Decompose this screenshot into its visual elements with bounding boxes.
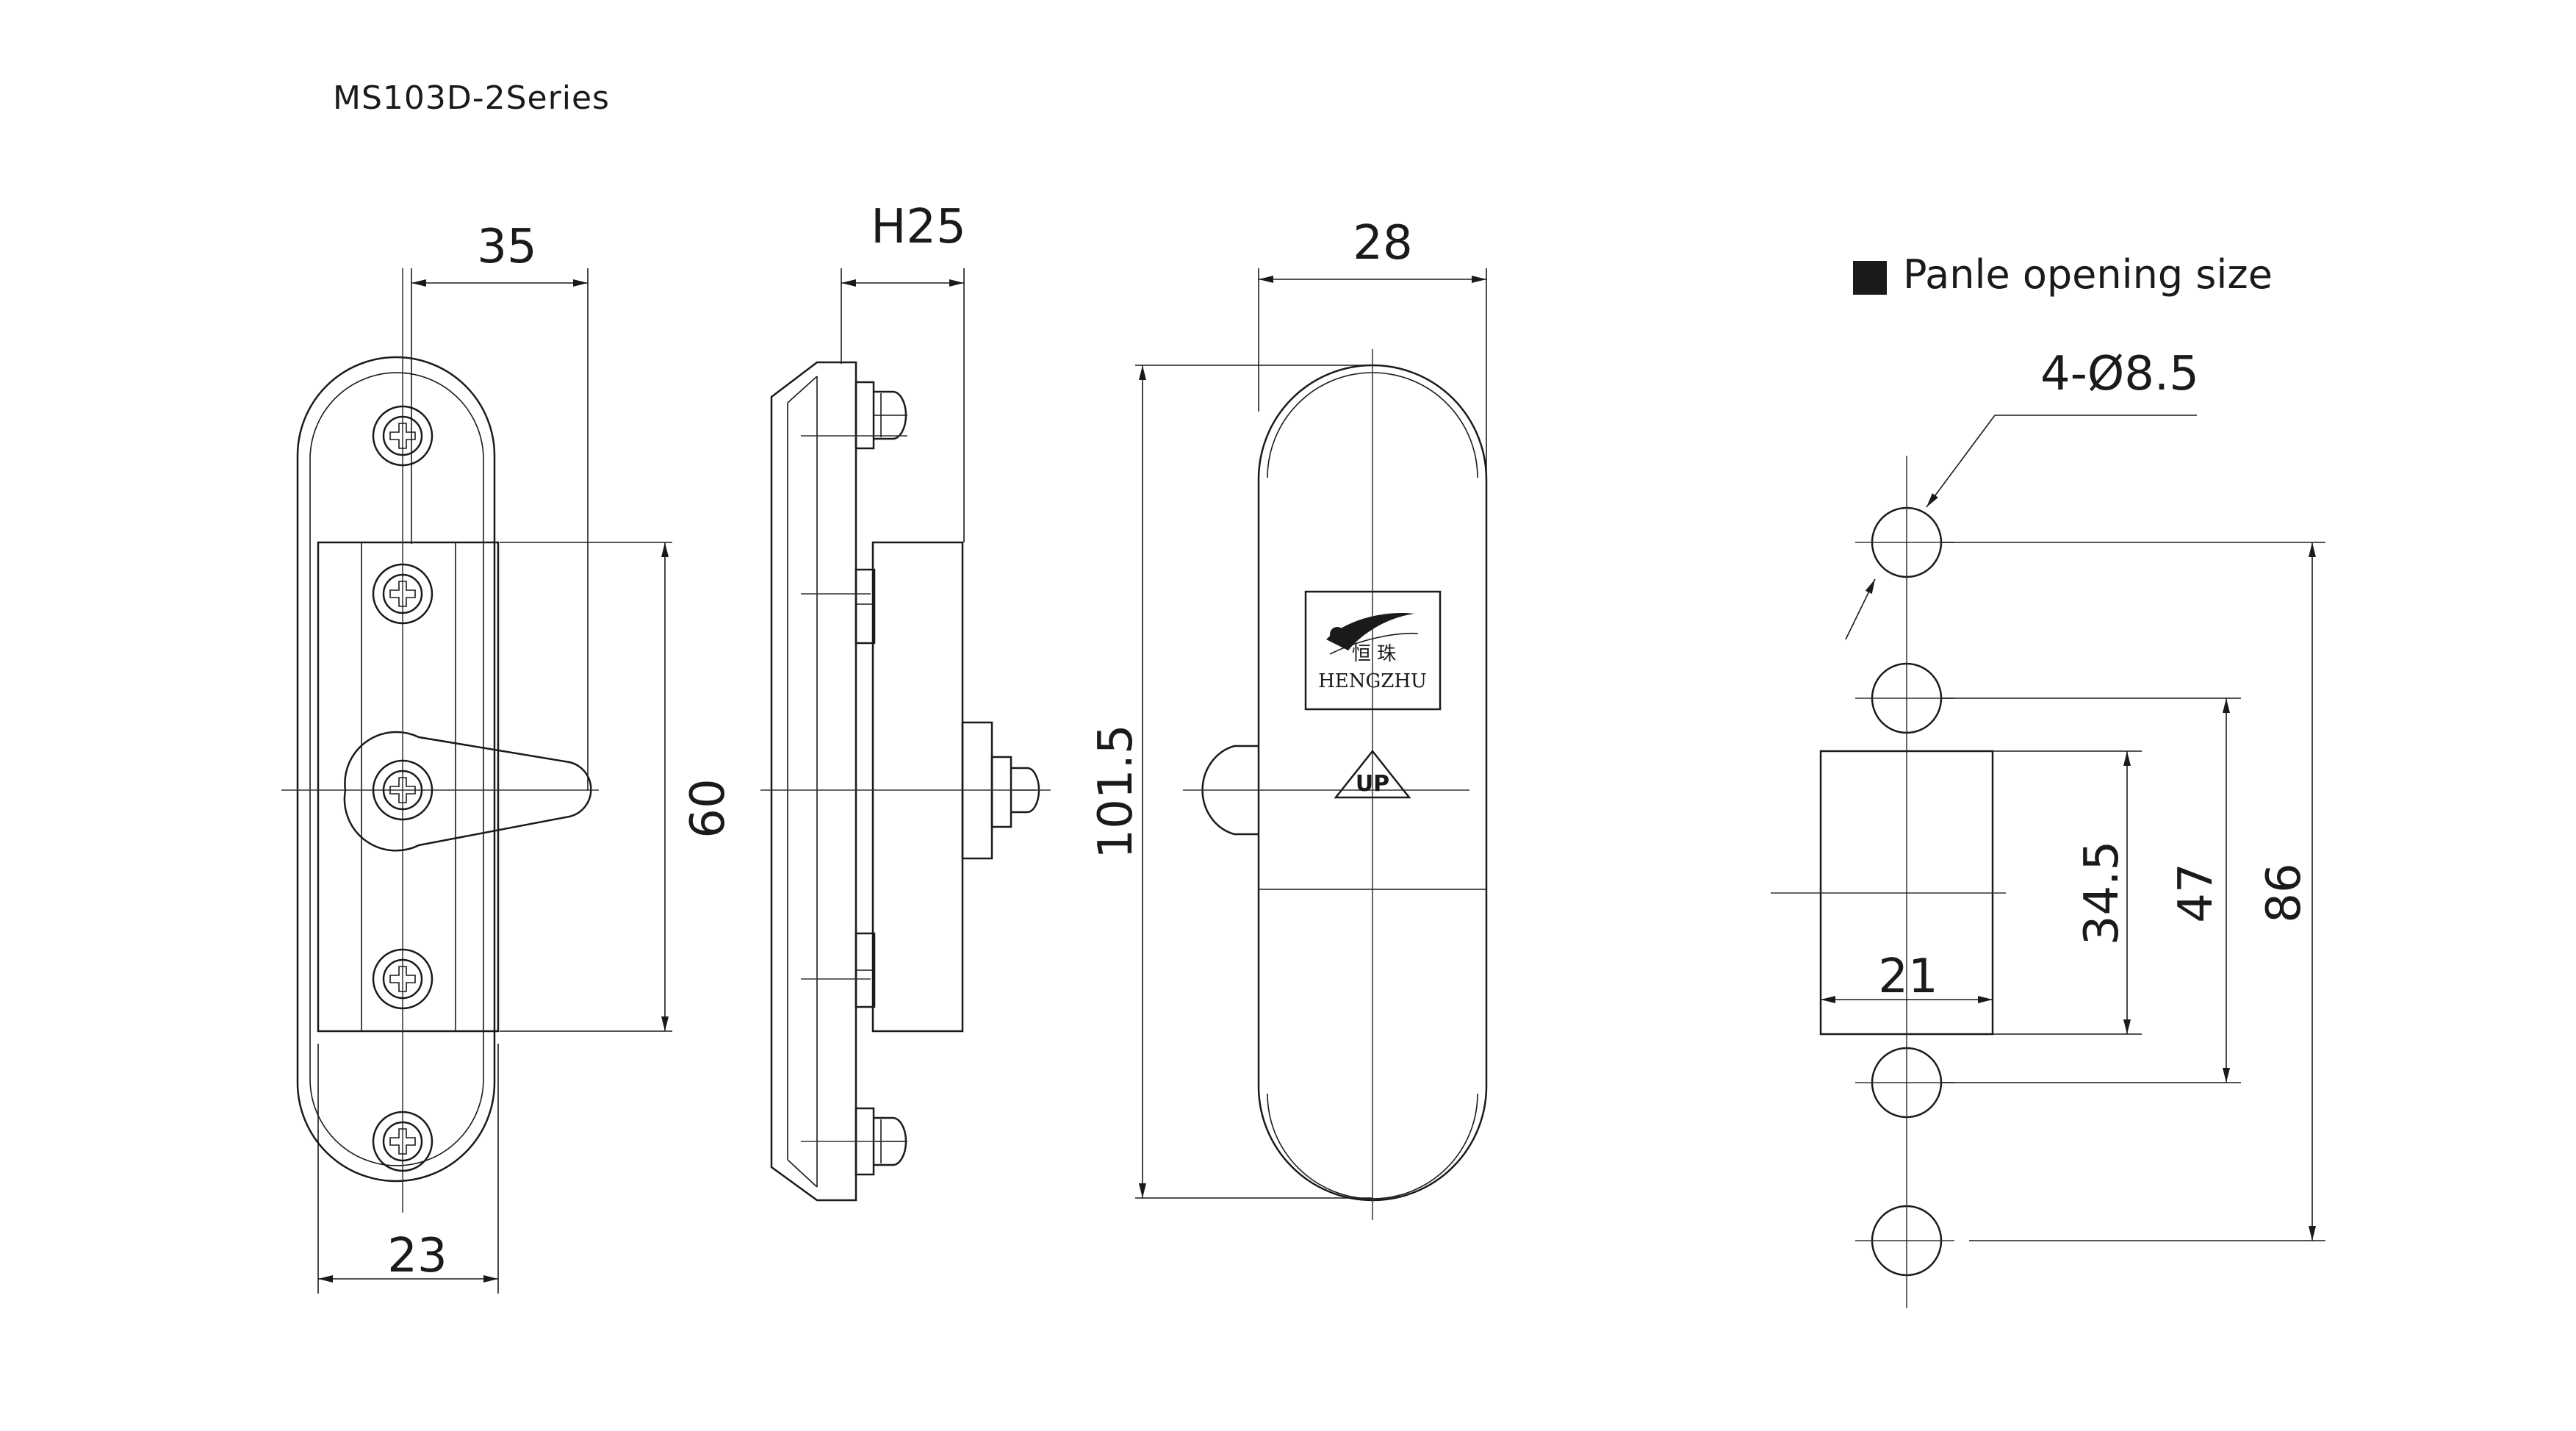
screw-icon	[855, 381, 909, 450]
hole-callout-leader	[1926, 415, 1996, 508]
up-label: UP	[1356, 771, 1389, 797]
side-latch-block	[871, 541, 964, 1033]
dim-label-h25: H25	[871, 200, 966, 254]
side-body-outline	[770, 361, 857, 1202]
dim-label-60: 60	[681, 778, 735, 838]
dim-label-21: 21	[1878, 950, 1938, 1004]
lock-lever	[343, 731, 592, 852]
brand-logo	[1304, 590, 1442, 711]
dim-label-34-5: 34.5	[2075, 841, 2129, 946]
dim-label-35: 35	[477, 220, 536, 274]
legend-label: Panle opening size	[1903, 251, 2273, 298]
front-plate-slot	[361, 542, 456, 1032]
back-body-outline	[1257, 364, 1488, 1202]
dim-label-86: 86	[2257, 863, 2311, 922]
up-arrow-icon	[1334, 749, 1411, 799]
front-view: 35 23 60	[281, 220, 735, 1294]
front-body-inner-outline	[309, 372, 484, 1166]
legend-square-icon	[1853, 261, 1887, 295]
dim-label-47: 47	[2169, 863, 2223, 922]
dim-label-23: 23	[387, 1229, 447, 1283]
dim-label-28: 28	[1353, 216, 1412, 270]
panel-opening-view: Panle opening size 4-Ø8.5 21 34.5 47 86	[1771, 251, 2325, 1308]
brand-logo-swoosh-icon	[1326, 613, 1414, 650]
side-view: H25	[760, 200, 1051, 1202]
drawing-title: MS103D-2Series	[333, 79, 610, 117]
back-view: 恒 珠 HENGZHU UP 28 101.5	[1089, 216, 1488, 1220]
front-body-outline	[296, 356, 496, 1183]
dim-label-101-5: 101.5	[1089, 724, 1143, 858]
brand-logo-cn: 恒 珠	[1352, 643, 1396, 665]
hole-callout-label: 4-Ø8.5	[2040, 347, 2199, 401]
brand-logo-en: HENGZHU	[1318, 670, 1427, 692]
